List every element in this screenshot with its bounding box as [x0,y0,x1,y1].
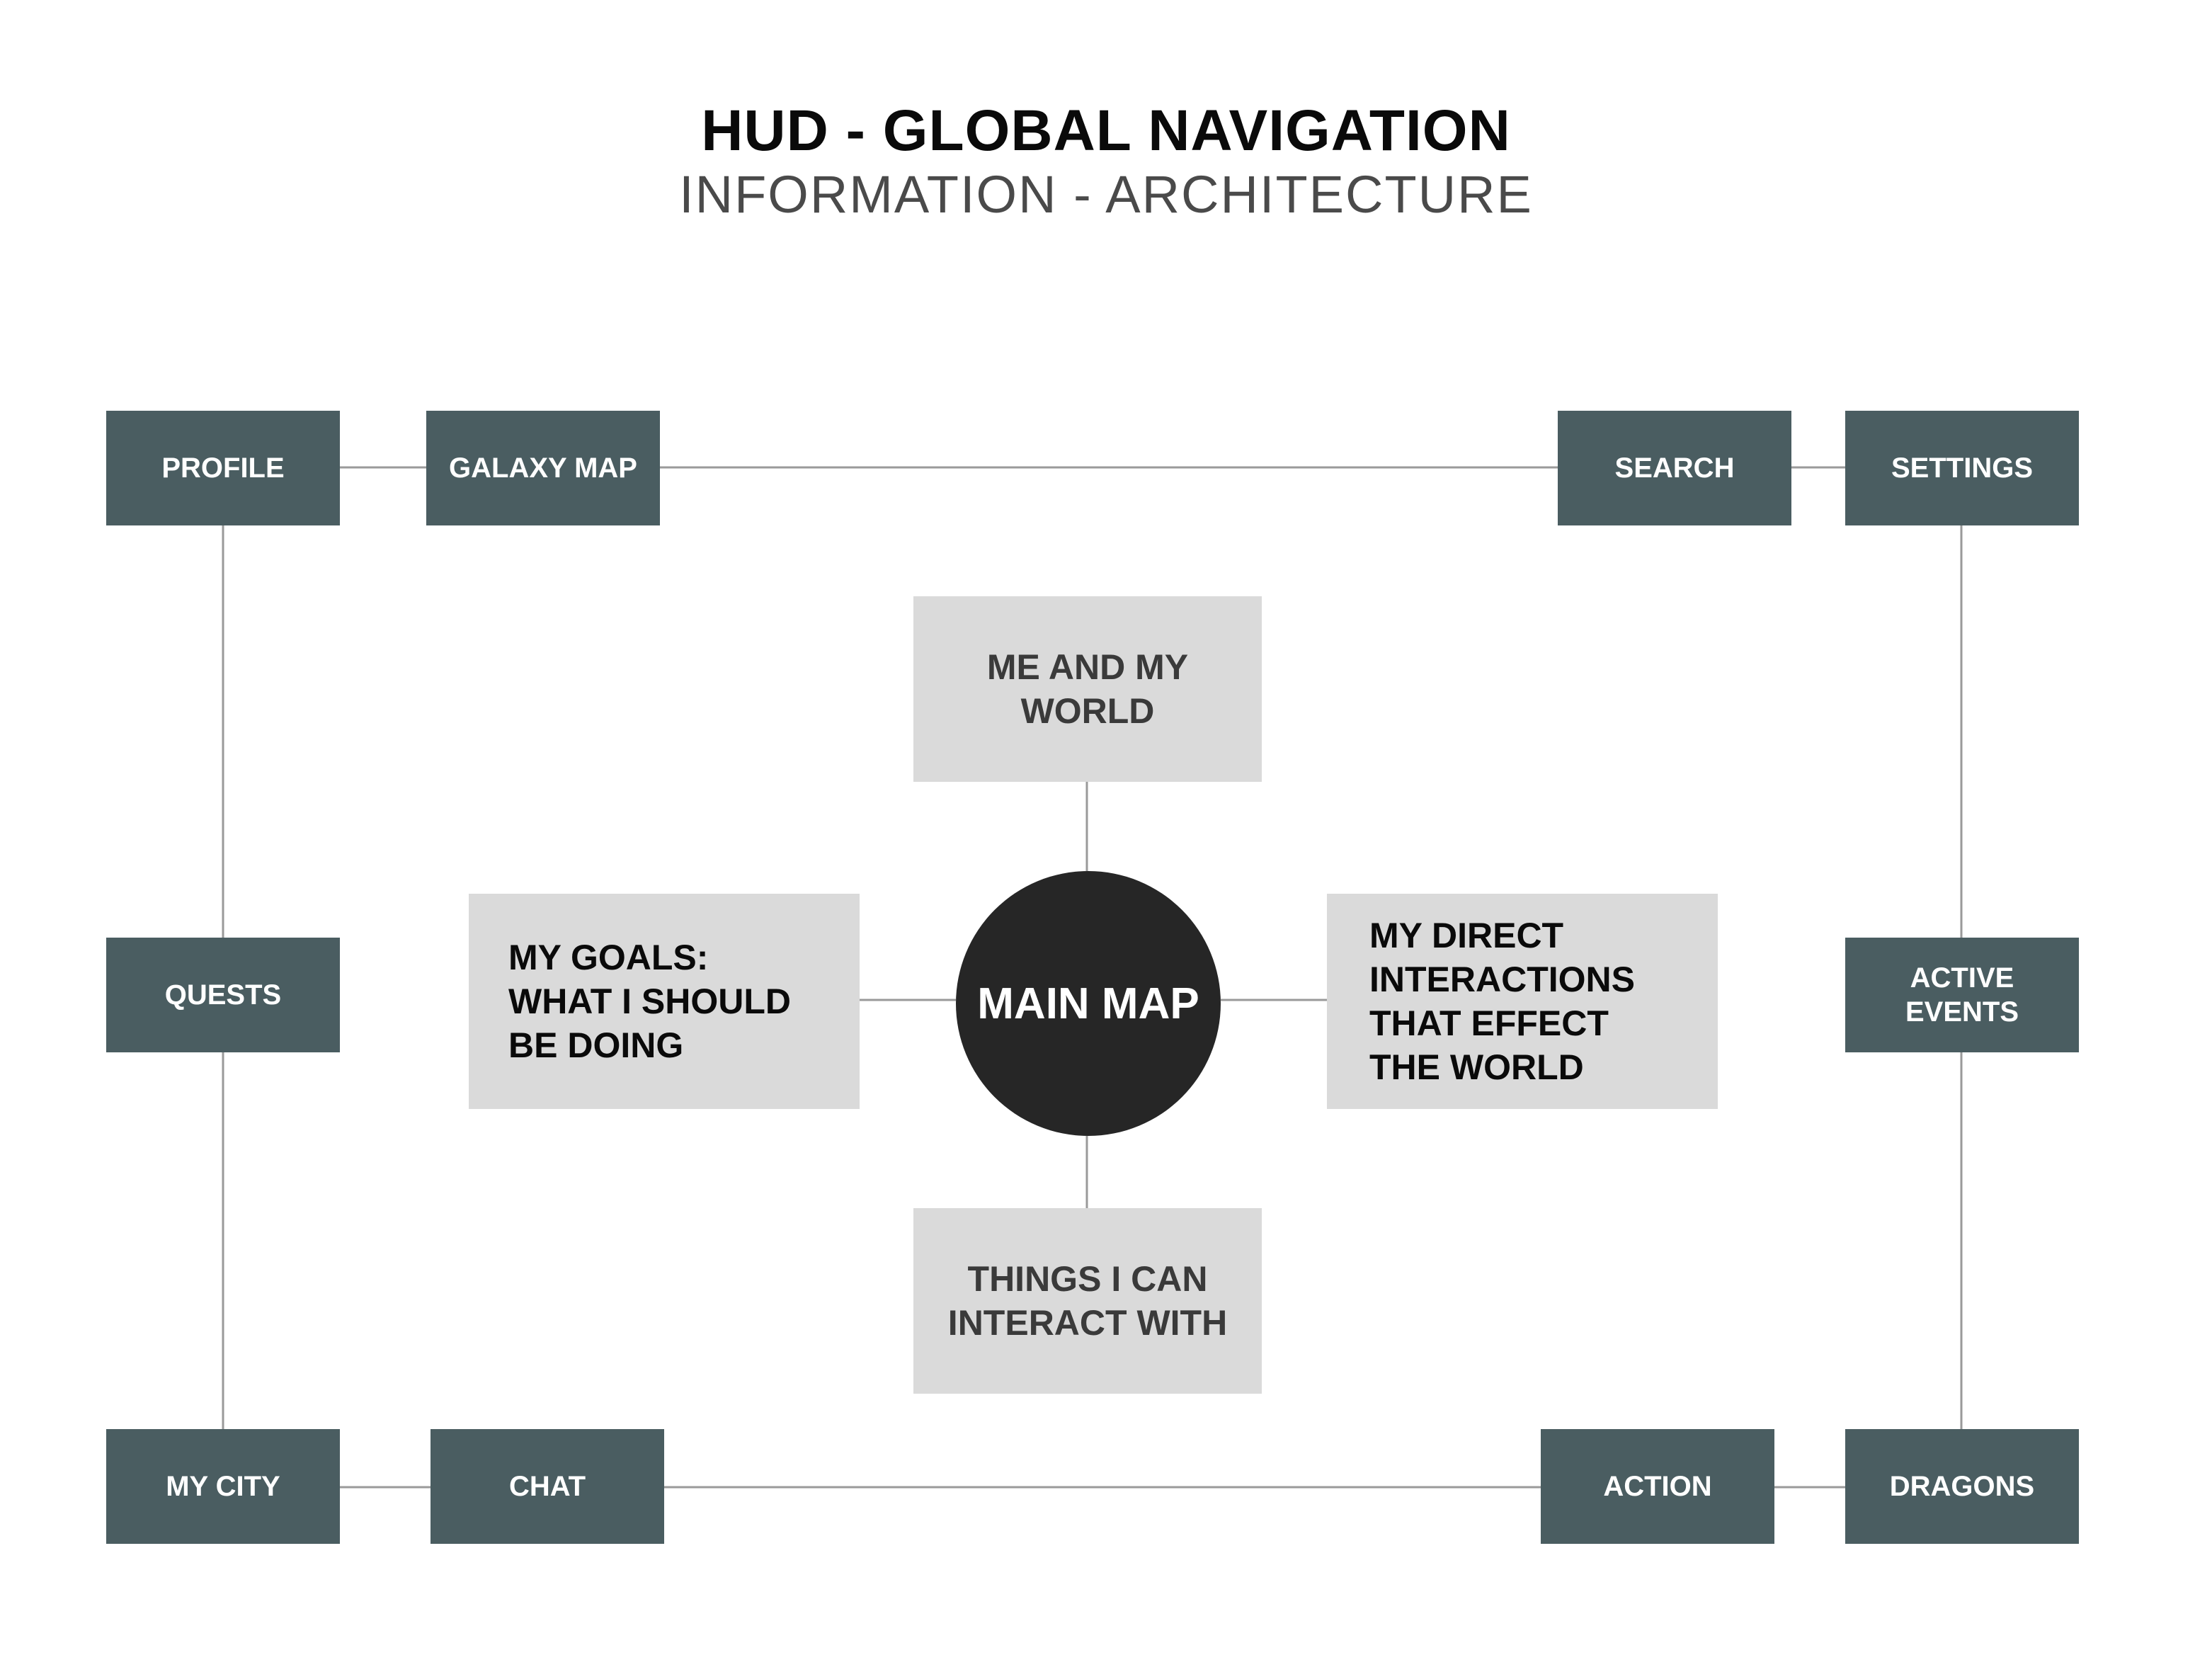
nav-action[interactable]: ACTION [1541,1429,1774,1544]
nav-profile[interactable]: PROFILE [106,411,340,525]
diagram-subtitle: INFORMATION - ARCHITECTURE [679,165,1533,224]
nav-dragons[interactable]: DRAGONS [1845,1429,2079,1544]
diagram-title: HUD - GLOBAL NAVIGATION [701,98,1511,163]
nav-active-events[interactable]: ACTIVE EVENTS [1845,938,2079,1052]
nav-quests[interactable]: QUESTS [106,938,340,1052]
category-my-goals: MY GOALS: WHAT I SHOULD BE DOING [469,894,860,1109]
nav-my-city[interactable]: MY CITY [106,1429,340,1544]
category-direct-interactions: MY DIRECT INTERACTIONS THAT EFFECT THE W… [1327,894,1718,1109]
nav-chat[interactable]: CHAT [431,1429,664,1544]
nav-search[interactable]: SEARCH [1558,411,1791,525]
category-me-and-my-world: ME AND MY WORLD [913,596,1262,782]
main-map-hub[interactable]: MAIN MAP [956,871,1221,1136]
nav-settings[interactable]: SETTINGS [1845,411,2079,525]
category-things-i-can-interact-with: THINGS I CAN INTERACT WITH [913,1208,1262,1394]
nav-galaxy-map[interactable]: GALAXY MAP [426,411,660,525]
